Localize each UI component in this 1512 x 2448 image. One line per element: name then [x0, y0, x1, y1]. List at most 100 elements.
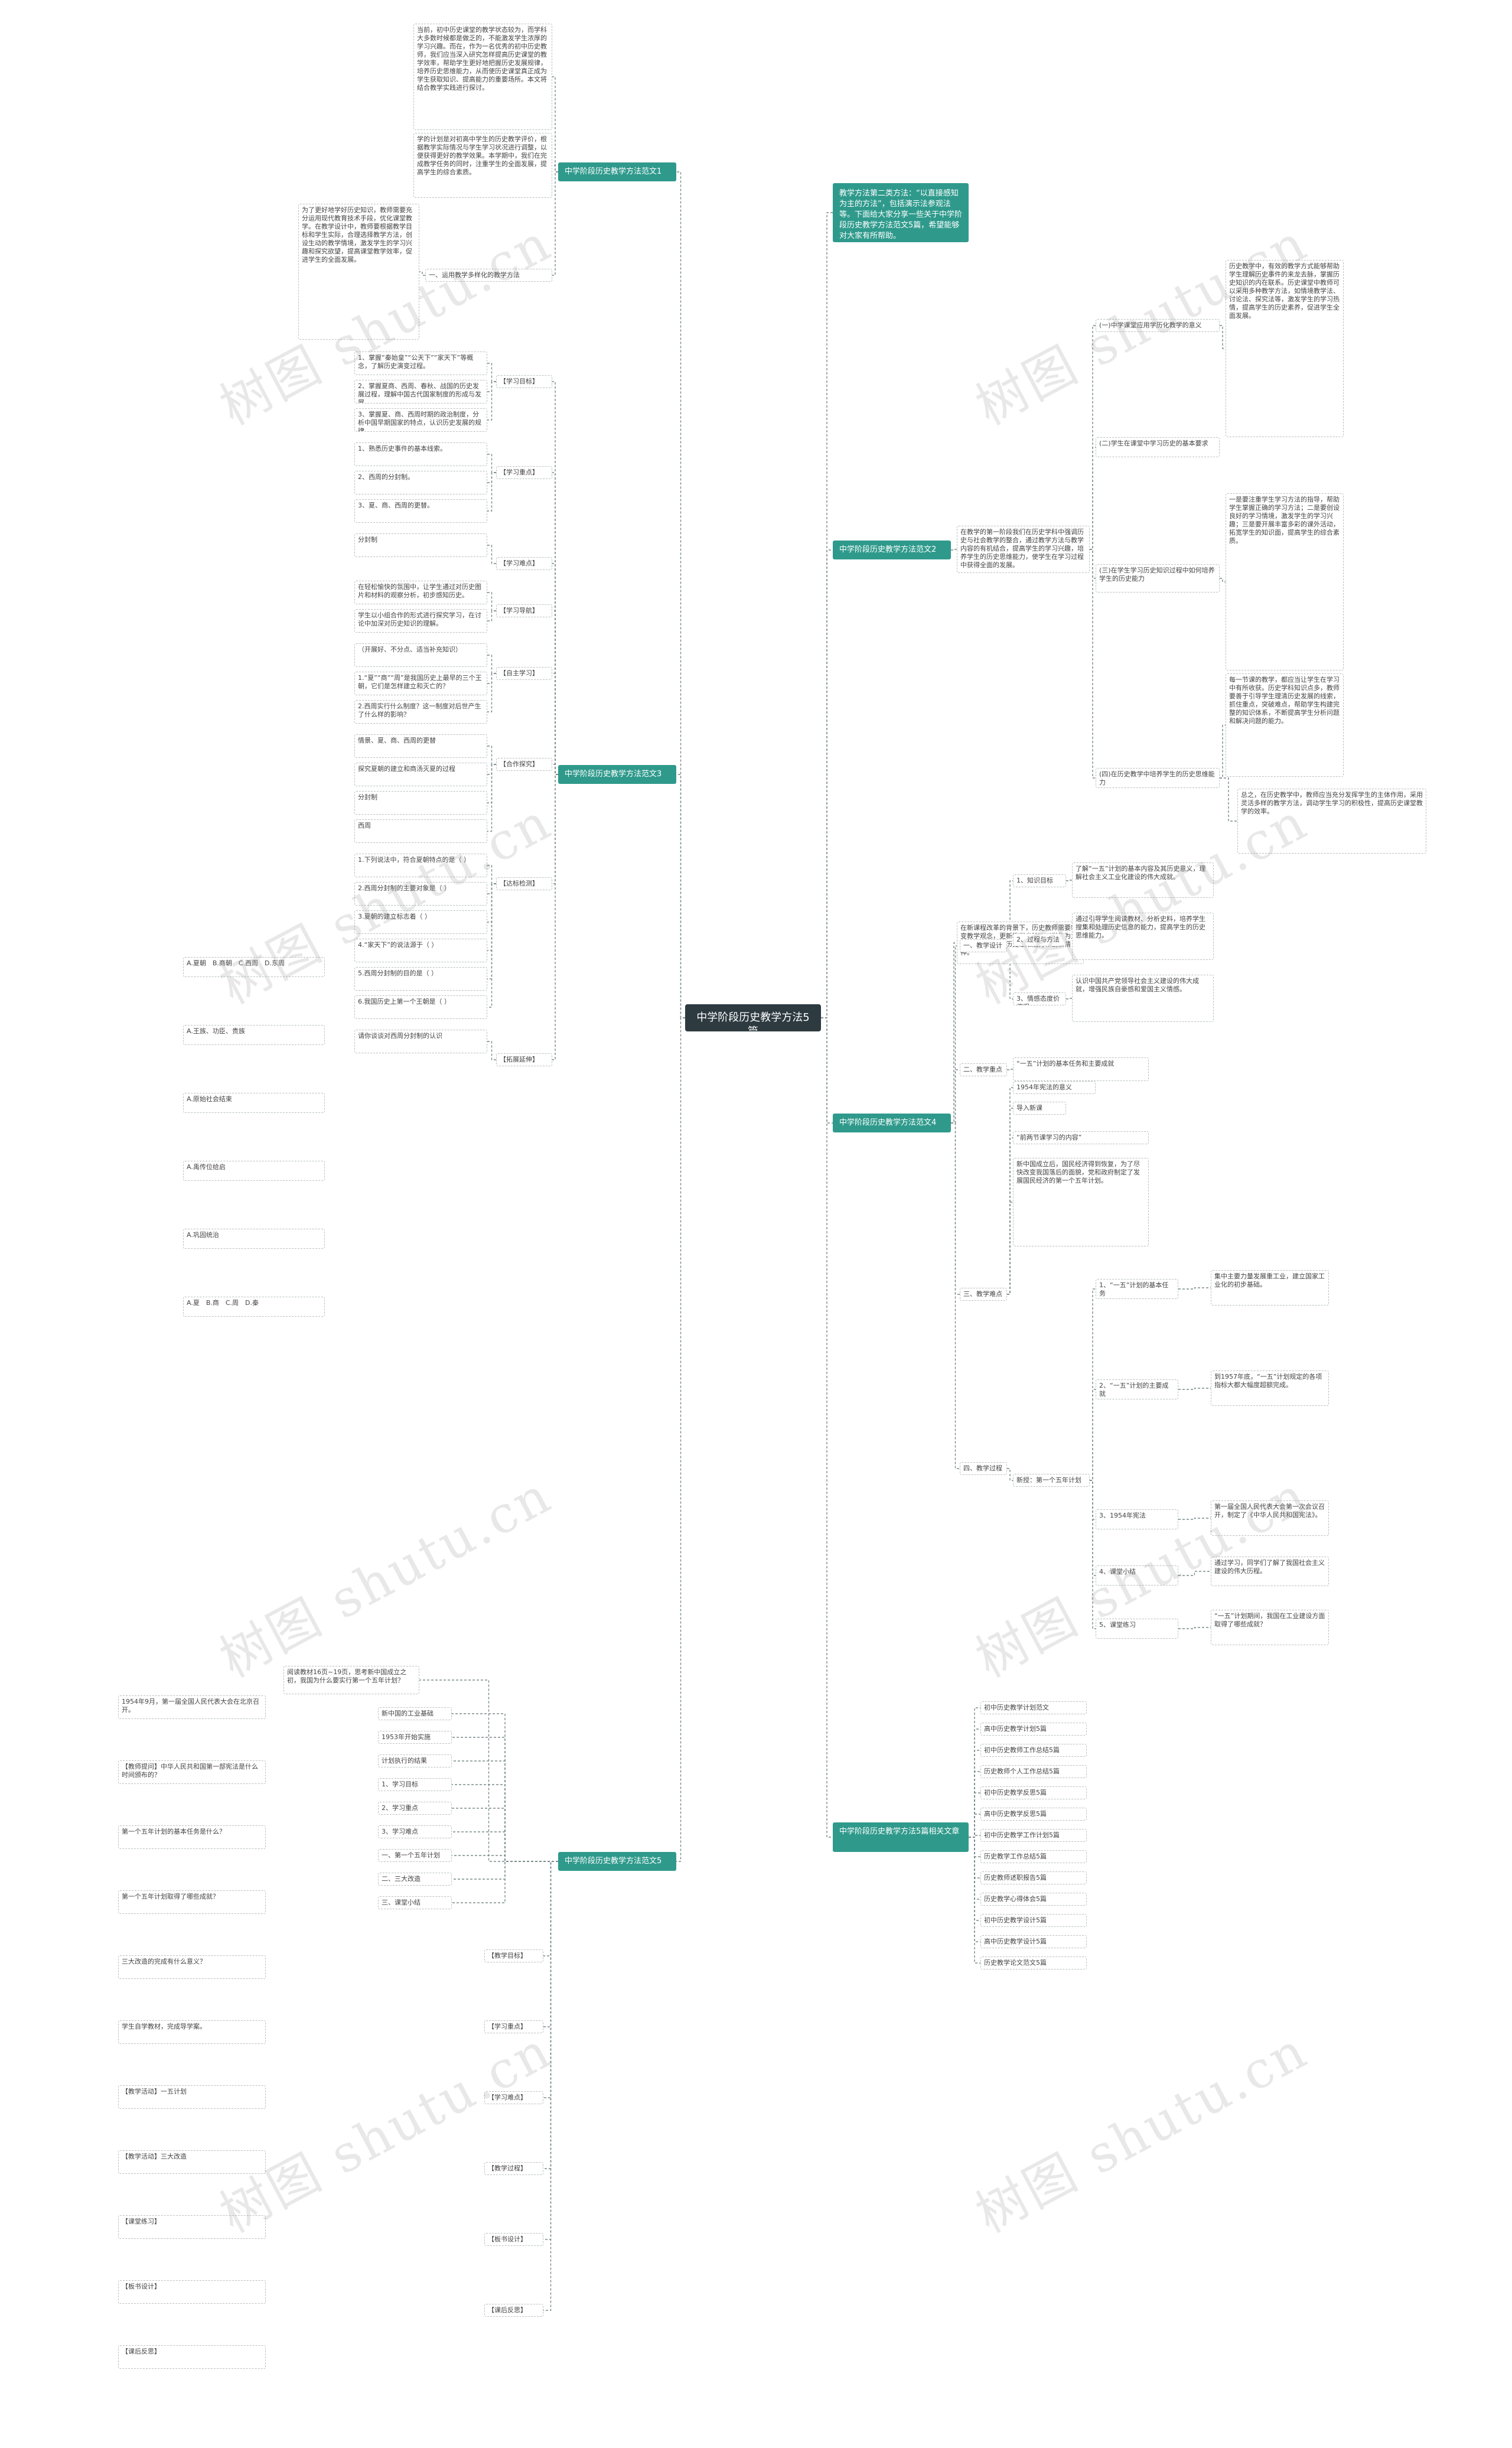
related-article-10[interactable]: 初中历史教学设计5篇 [980, 1914, 1087, 1927]
b5-line-0[interactable]: 1954年9月，第一届全国人民代表大会在北京召开。 [118, 1695, 266, 1719]
b4-process-method-text[interactable]: 通过引导学生阅读教材、分析史料，培养学生搜集和处理历史信息的能力，提高学生的历史… [1072, 913, 1214, 960]
b5-line-7[interactable]: 【教学活动】三大改造 [118, 2150, 266, 2174]
b4-process-method[interactable]: 2、过程与方法 [1013, 933, 1066, 946]
b3-item-6-line-2[interactable]: 3.夏朝的建立标志着（ ） [354, 910, 487, 934]
b4-constitution-text[interactable]: 第一届全国人民代表大会第一次会议召开，制定了《中华人民共和国宪法》。 [1211, 1500, 1329, 1536]
related-article-8[interactable]: 历史教师述职报告5篇 [980, 1871, 1087, 1884]
b4-achievement[interactable]: 2、“一五”计划的主要成就 [1096, 1379, 1178, 1399]
b3-option-5[interactable]: A.夏 B.商 C.周 D.秦 [183, 1297, 325, 1317]
b1-paragraph-2[interactable]: 学的计划是对初高中学生的历史教学评价，根据教学实际情况与学生学习状况进行调整，以… [413, 133, 552, 198]
b5-section-4[interactable]: 【板书设计】 [484, 2233, 543, 2246]
related-article-12[interactable]: 历史教学论文范文5篇 [980, 1957, 1087, 1970]
b5-item-6[interactable]: 一、第一个五年计划 [378, 1849, 452, 1862]
root-node[interactable]: 中学阶段历史教学方法5篇 [685, 1004, 821, 1031]
related-article-2[interactable]: 初中历史教师工作总结5篇 [980, 1744, 1087, 1757]
b5-section-5[interactable]: 【课后反思】 [484, 2304, 543, 2317]
b5-intro[interactable]: 阅读教材16页~19页，思考新中国成立之初，我国为什么要实行第一个五年计划？ [284, 1666, 419, 1694]
b3-item-4-line-1[interactable]: 1.“夏”“商”“周”是我国历史上最早的三个王朝，它们是怎样建立和灭亡的？ [354, 672, 487, 695]
related-article-9[interactable]: 历史教学心得体会5篇 [980, 1893, 1087, 1906]
b4-attitude[interactable]: 3、情感态度价值观 [1013, 992, 1066, 1005]
related-article-11[interactable]: 高中历史教学设计5篇 [980, 1935, 1087, 1948]
b5-section-3[interactable]: 【教学过程】 [484, 2162, 543, 2175]
b3-item-1-line-2[interactable]: 3、夏、商、西周的更替。 [354, 499, 487, 523]
b3-item-1-line-1[interactable]: 2、西周的分封制。 [354, 471, 487, 494]
b3-option-1[interactable]: A.王族、功臣、贵族 [183, 1025, 325, 1045]
b4-key-point[interactable]: 二、教学重点 [960, 1063, 1007, 1076]
b3-item-6-line-4[interactable]: 5.西周分封制的目的是（ ） [354, 967, 487, 991]
b5-item-5[interactable]: 3、学习难点 [378, 1825, 452, 1838]
branch-2[interactable]: 中学阶段历史教学方法范文2 [833, 541, 951, 559]
b2-section-1[interactable]: (一)中学课堂应用学历化教学的意义 [1096, 319, 1220, 332]
b5-line-6[interactable]: 【教学活动】一五计划 [118, 2085, 266, 2109]
b4-attitude-text[interactable]: 认识中国共产党领导社会主义建设的伟大成就，增强民族自豪感和爱国主义情感。 [1072, 975, 1214, 1022]
b4-achievement-text[interactable]: 到1957年底，“一五”计划规定的各项指标大都大幅度超额完成。 [1211, 1371, 1329, 1406]
b3-item-5-line-1[interactable]: 探究夏朝的建立和商汤灭夏的过程 [354, 763, 487, 786]
b4-process[interactable]: 四、教学过程 [960, 1462, 1007, 1475]
b4-exercise[interactable]: 5、课堂练习 [1096, 1619, 1178, 1639]
b3-item-0-head[interactable]: 【学习目标】 [496, 375, 552, 388]
b4-knowledge-goal[interactable]: 1、知识目标 [1013, 874, 1066, 887]
b5-line-8[interactable]: 【课堂练习】 [118, 2215, 266, 2239]
b5-item-7[interactable]: 二、三大改造 [378, 1873, 452, 1886]
b1-subtopic[interactable]: 一、运用教学多样化的教学方法 [425, 269, 552, 282]
b5-line-4[interactable]: 三大改造的完成有什么意义？ [118, 1955, 266, 1979]
b4-new-lesson[interactable]: 新授：第一个五年计划 [1013, 1474, 1090, 1487]
b4-difficulty[interactable]: 三、教学难点 [960, 1288, 1007, 1301]
b3-item-3-head[interactable]: 【学习导航】 [496, 604, 552, 617]
b3-item-2-line-0[interactable]: 分封制 [354, 533, 487, 557]
b5-item-3[interactable]: 1、学习目标 [378, 1778, 452, 1791]
b5-line-10[interactable]: 【课后反思】 [118, 2345, 266, 2369]
branch-1[interactable]: 中学阶段历史教学方法范文1 [558, 162, 676, 181]
b5-line-3[interactable]: 第一个五年计划取得了哪些成就？ [118, 1890, 266, 1914]
b4-summary[interactable]: 4、课堂小结 [1096, 1565, 1178, 1586]
b4-knowledge-goal-text[interactable]: 了解“一五”计划的基本内容及其历史意义，理解社会主义工业化建设的伟大成就。 [1072, 862, 1214, 898]
intro-note[interactable]: 教学方法第二类方法：“以直接感知为主的方法”，包括演示法参观法等。下面给大家分享… [833, 183, 969, 242]
b3-item-3-line-1[interactable]: 学生以小组合作的形式进行探究学习，在讨论中加深对历史知识的理解。 [354, 609, 487, 633]
branch-5[interactable]: 中学阶段历史教学方法范文5 [558, 1852, 676, 1871]
related-article-1[interactable]: 高中历史教学计划5篇 [980, 1723, 1087, 1736]
b3-item-6-line-1[interactable]: 2.西周分封制的主要对象是（ ） [354, 882, 487, 906]
b5-section-0[interactable]: 【教学目标】 [484, 1949, 543, 1962]
b3-item-4-line-2[interactable]: 2.西周实行什么制度？这一制度对后世产生了什么样的影响？ [354, 700, 487, 724]
b3-item-5-line-2[interactable]: 分封制 [354, 791, 487, 815]
related-article-7[interactable]: 历史教学工作总结5篇 [980, 1850, 1087, 1863]
b3-item-0-line-1[interactable]: 2、掌握夏商、西周、春秋、战国的历史发展过程，理解中国古代国家制度的形成与发展。 [354, 380, 487, 403]
b3-item-3-line-0[interactable]: 在轻松愉快的氛围中，让学生通过对历史图片和材料的观察分析，初步感知历史。 [354, 581, 487, 604]
b4-review[interactable]: “前两节课学习的内容” [1013, 1131, 1149, 1144]
related-article-3[interactable]: 历史教师个人工作总结5篇 [980, 1765, 1087, 1778]
b5-item-8[interactable]: 三、课堂小结 [378, 1896, 452, 1909]
b5-item-0[interactable]: 新中国的工业基础 [378, 1707, 452, 1720]
b3-option-4[interactable]: A.巩固统治 [183, 1229, 325, 1249]
b2-intro[interactable]: 在教学的第一阶段我们在历史学科中强调历史与社会教学的整合，通过教学方法与教学内容… [957, 526, 1090, 573]
b3-item-4-head[interactable]: 【自主学习】 [496, 667, 552, 680]
branch-4[interactable]: 中学阶段历史教学方法范文4 [833, 1114, 951, 1132]
b4-difficulty-text[interactable]: 1954年宪法的意义 [1013, 1081, 1096, 1094]
b2-section-3-text[interactable]: 一是要注重学生学习方法的指导，帮助学生掌握正确的学习方法；二是要创设良好的学习情… [1226, 493, 1344, 670]
b3-option-2[interactable]: A.原始社会结束 [183, 1093, 325, 1113]
b4-exercise-text[interactable]: “一五”计划期间，我国在工业建设方面取得了哪些成就？ [1211, 1610, 1329, 1645]
b2-section-4[interactable]: (四)在历史教学中培养学生的历史思维能力 [1096, 768, 1220, 788]
b1-paragraph-1[interactable]: 当前，初中历史课堂的教学状态较为，而学科大多数时候都是做乏的，不能激发学生浓厚的… [413, 24, 552, 130]
b3-item-6-head[interactable]: 【达标检测】 [496, 877, 552, 890]
b3-item-5-line-0[interactable]: 情景、夏、商、西周的更替 [354, 734, 487, 758]
b5-item-4[interactable]: 2、学习重点 [378, 1802, 452, 1815]
related-article-0[interactable]: 初中历史教学计划范文 [980, 1701, 1087, 1714]
b3-item-5-line-3[interactable]: 西周 [354, 819, 487, 843]
b2-section-4-text[interactable]: 每一节课的教学，都应当让学生在学习中有所收获。历史学科知识点多，教师要善于引导学… [1226, 673, 1344, 777]
b3-item-0-line-0[interactable]: 1、掌握“秦始皇”“公天下”“家天下”等概念，了解历史演变过程。 [354, 351, 487, 375]
b5-line-2[interactable]: 第一个五年计划的基本任务是什么？ [118, 1825, 266, 1849]
b4-narration[interactable]: 新中国成立后，国民经济得到恢复，为了尽快改变我国落后的面貌，党和政府制定了发展国… [1013, 1158, 1149, 1246]
b3-item-6-line-5[interactable]: 6.我国历史上第一个王朝是（ ） [354, 995, 487, 1019]
b2-section-1-text[interactable]: 历史教学中，有效的教学方式能够帮助学生理解历史事件的来龙去脉，掌握历史知识的内在… [1226, 260, 1344, 437]
b3-item-6-line-3[interactable]: 4.“家天下”的说法源于（ ） [354, 939, 487, 962]
b3-item-0-line-2[interactable]: 3、掌握夏、商、西周时期的政治制度，分析中国早期国家的特点，认识历史发展的规律。 [354, 408, 487, 432]
b2-section-2[interactable]: (二)学生在课堂中学习历史的基本要求 [1096, 437, 1220, 457]
b3-item-7-line-0[interactable]: 请你谈谈对西周分封制的认识 [354, 1030, 487, 1053]
b1-paragraph-3[interactable]: 为了更好地学好历史知识，教师需要充分运用现代教育技术手段，优化课堂教学。在教学设… [298, 204, 419, 340]
related-article-4[interactable]: 初中历史教学反思5篇 [980, 1786, 1087, 1799]
branch-3[interactable]: 中学阶段历史教学方法范文3 [558, 765, 676, 784]
b4-summary-text[interactable]: 通过学习，同学们了解了我国社会主义建设的伟大历程。 [1211, 1557, 1329, 1586]
b3-item-7-head[interactable]: 【拓展延伸】 [496, 1053, 552, 1066]
b4-task[interactable]: 1、“一五”计划的基本任务 [1096, 1279, 1178, 1299]
b3-item-4-line-0[interactable]: （开展好、不分点、适当补充知识） [354, 643, 487, 667]
